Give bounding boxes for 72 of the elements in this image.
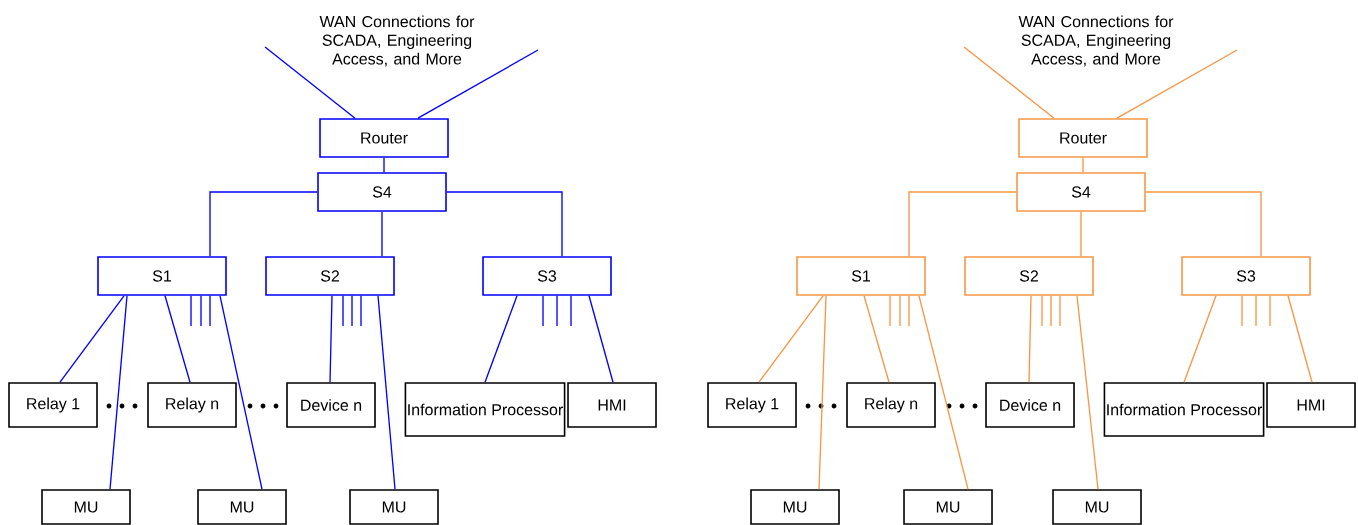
switch-box: S2 bbox=[265, 256, 395, 296]
device-box: MU bbox=[1052, 489, 1142, 525]
connector-line bbox=[1145, 191, 1262, 257]
device-box: MU bbox=[197, 489, 287, 525]
connector-line bbox=[818, 295, 827, 490]
connector-line bbox=[1269, 295, 1271, 327]
switch-box: Router bbox=[319, 118, 449, 158]
connector-line bbox=[908, 295, 910, 327]
connector-line bbox=[1082, 157, 1084, 173]
connector-line bbox=[200, 295, 202, 327]
connector-line bbox=[342, 295, 344, 327]
switch-box: S3 bbox=[482, 256, 612, 296]
device-box: Relay n bbox=[846, 382, 936, 428]
switch-box: S1 bbox=[97, 256, 227, 296]
switch-box: S4 bbox=[1016, 172, 1146, 212]
connector-line bbox=[556, 295, 558, 327]
connector-line bbox=[918, 295, 969, 490]
connector-line bbox=[329, 295, 333, 383]
connector-line bbox=[1183, 295, 1217, 383]
connector-line bbox=[1050, 295, 1052, 327]
connector-line bbox=[351, 295, 353, 327]
connector-line bbox=[588, 295, 614, 383]
connector-line bbox=[209, 295, 211, 327]
connector-line bbox=[1076, 295, 1099, 490]
switch-box: Router bbox=[1018, 118, 1148, 158]
connector-line bbox=[963, 46, 1055, 119]
connector-line bbox=[383, 157, 385, 173]
connector-line bbox=[908, 191, 1017, 257]
connector-line bbox=[1255, 295, 1257, 327]
annotation-text: WAN Connections for SCADA, Engineering Access, and More bbox=[1018, 15, 1174, 67]
connector-line bbox=[1059, 295, 1061, 327]
switch-box: S1 bbox=[796, 256, 926, 296]
connector-line bbox=[381, 211, 383, 257]
device-box: HMI bbox=[1266, 382, 1356, 428]
connector-line bbox=[219, 295, 263, 490]
connector-line bbox=[1080, 211, 1082, 257]
switch-box: S3 bbox=[1181, 256, 1311, 296]
connector-line bbox=[209, 191, 318, 257]
annotation-text: WAN Connections for SCADA, Engineering Access, and More bbox=[319, 15, 475, 67]
device-box: MU bbox=[41, 489, 131, 525]
device-box: MU bbox=[750, 489, 840, 525]
connector-line bbox=[190, 295, 192, 327]
connector-line bbox=[264, 46, 356, 119]
connector-line bbox=[484, 295, 518, 383]
connector-line bbox=[889, 295, 891, 327]
connector-line bbox=[59, 295, 125, 383]
device-box: Device n bbox=[286, 382, 376, 428]
connector-line bbox=[899, 295, 901, 327]
device-box: Relay 1 bbox=[707, 382, 797, 428]
connector-line bbox=[1116, 49, 1238, 119]
connector-line bbox=[758, 295, 824, 383]
connector-line bbox=[1041, 295, 1043, 327]
connector-line bbox=[863, 295, 890, 383]
connector-line bbox=[109, 295, 128, 490]
connector-line bbox=[542, 295, 544, 327]
connector-line bbox=[417, 49, 539, 119]
connector-line bbox=[570, 295, 572, 327]
switch-box: S2 bbox=[964, 256, 1094, 296]
connector-line bbox=[446, 191, 563, 257]
device-box: Device n bbox=[985, 382, 1075, 428]
device-box: Relay 1 bbox=[8, 382, 98, 428]
device-box: MU bbox=[903, 489, 993, 525]
connector-line bbox=[164, 295, 191, 383]
device-box: Relay n bbox=[147, 382, 237, 428]
device-box: MU bbox=[349, 489, 439, 525]
device-box: HMI bbox=[567, 382, 657, 428]
switch-box: S4 bbox=[317, 172, 447, 212]
connector-line bbox=[377, 295, 396, 490]
connector-line bbox=[1028, 295, 1032, 383]
connector-line bbox=[1241, 295, 1243, 327]
connector-line bbox=[1287, 295, 1313, 383]
connector-line bbox=[360, 295, 362, 327]
